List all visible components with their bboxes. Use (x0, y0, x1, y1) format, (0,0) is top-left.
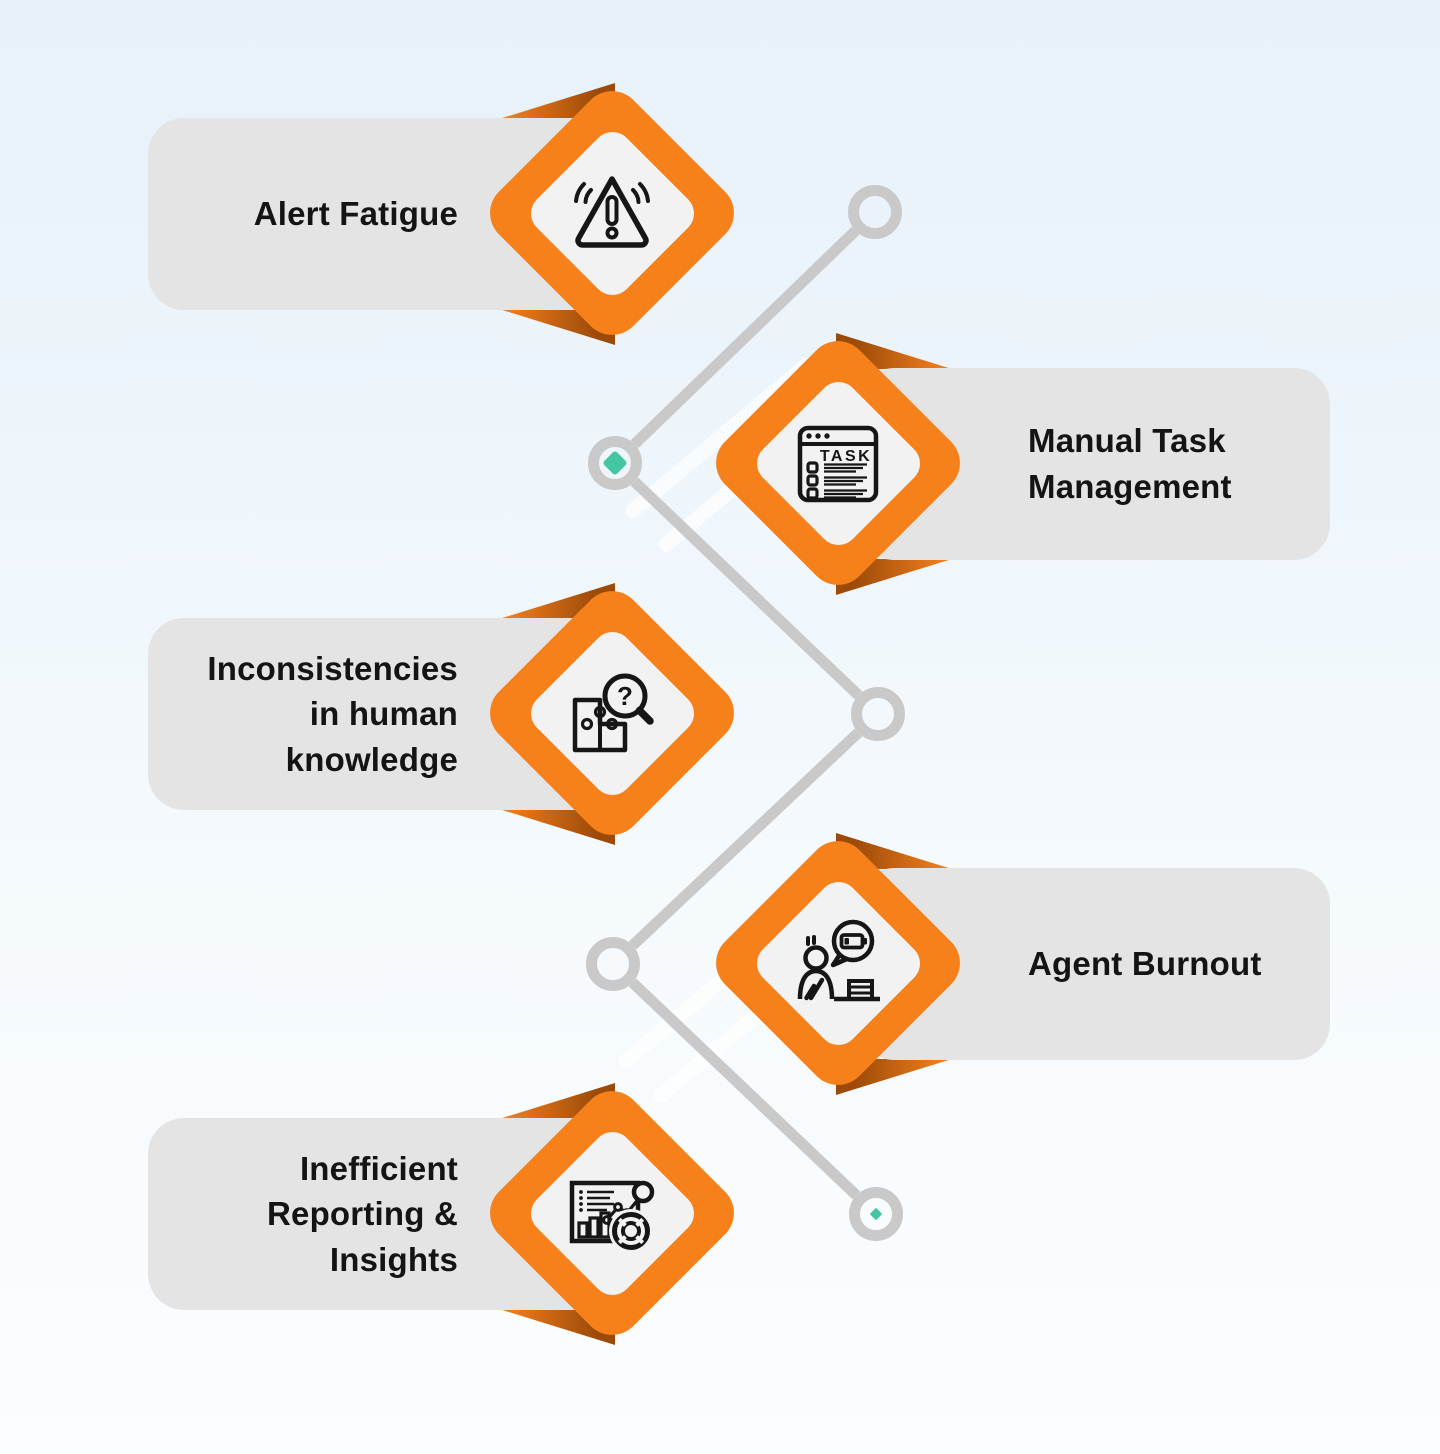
item-label: Agent Burnout (1028, 945, 1262, 983)
connector-ring (588, 436, 642, 490)
svg-text:TASK: TASK (820, 448, 872, 465)
burnout-person-icon (797, 919, 880, 1002)
item-label: Inconsistencies in human knowledge (207, 649, 458, 778)
teal-diamond-marker-small (870, 1208, 882, 1220)
item-label: Inefficient Reporting & Insights (266, 1149, 458, 1278)
item-label: Manual Task Management (1028, 422, 1232, 505)
alert-warning-icon (574, 176, 650, 248)
puzzle-magnifier-icon: ? (572, 673, 654, 753)
connector-segment (630, 226, 860, 449)
connector-ring (851, 687, 905, 741)
connector-ring (849, 1187, 903, 1241)
connector-ring (586, 937, 640, 991)
item-label: Alert Fatigue (253, 195, 458, 233)
task-window-icon: TASK (797, 425, 879, 503)
connector-segment (630, 477, 863, 700)
report-analytics-icon (569, 1180, 655, 1253)
connector-segment (628, 978, 861, 1200)
item-card-alert-fatigue: Alert Fatigue (148, 118, 618, 310)
connector-ring (848, 185, 902, 239)
teal-diamond-marker (603, 451, 627, 475)
svg-text:?: ? (617, 681, 633, 711)
connector-segment (628, 728, 863, 950)
